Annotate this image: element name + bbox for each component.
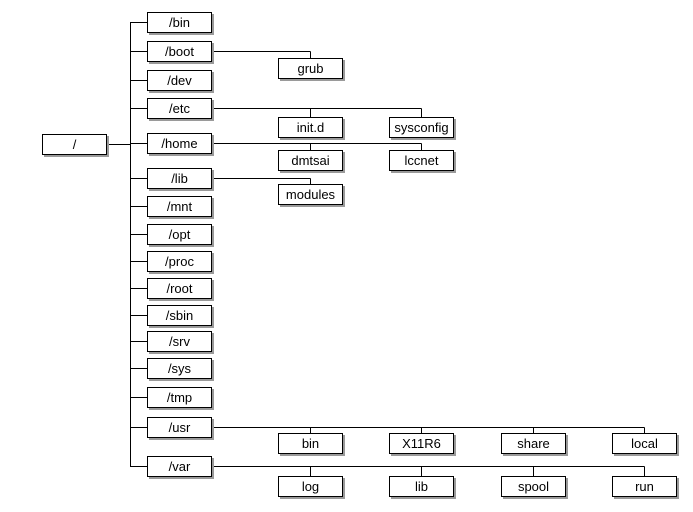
- subdir-lccnet: lccnet: [389, 150, 454, 171]
- subdir-usr-local: local: [612, 433, 677, 454]
- subdir-var-log: log: [278, 476, 343, 497]
- dir-home: /home: [147, 133, 212, 154]
- subdir-var-run: run: [612, 476, 677, 497]
- subdir-var-spool: spool: [501, 476, 566, 497]
- subdir-sysconfig: sysconfig: [389, 117, 454, 138]
- dir-srv: /srv: [147, 331, 212, 352]
- dir-dev: /dev: [147, 70, 212, 91]
- dir-opt: /opt: [147, 224, 212, 245]
- subdir-modules: modules: [278, 184, 343, 205]
- dir-lib: /lib: [147, 168, 212, 189]
- dir-boot: /boot: [147, 41, 212, 62]
- subdir-initd: init.d: [278, 117, 343, 138]
- subdir-dmtsai: dmtsai: [278, 150, 343, 171]
- dir-sbin: /sbin: [147, 305, 212, 326]
- subdir-usr-x11r6: X11R6: [389, 433, 454, 454]
- dir-var: /var: [147, 456, 212, 477]
- subdir-usr-bin: bin: [278, 433, 343, 454]
- root-node: /: [42, 134, 107, 155]
- dir-proc: /proc: [147, 251, 212, 272]
- dir-usr: /usr: [147, 417, 212, 438]
- dir-bin: /bin: [147, 12, 212, 33]
- dir-etc: /etc: [147, 98, 212, 119]
- subdir-var-lib: lib: [389, 476, 454, 497]
- subdir-usr-share: share: [501, 433, 566, 454]
- dir-mnt: /mnt: [147, 196, 212, 217]
- dir-root: /root: [147, 278, 212, 299]
- dir-tmp: /tmp: [147, 387, 212, 408]
- dir-sys: /sys: [147, 358, 212, 379]
- subdir-grub: grub: [278, 58, 343, 79]
